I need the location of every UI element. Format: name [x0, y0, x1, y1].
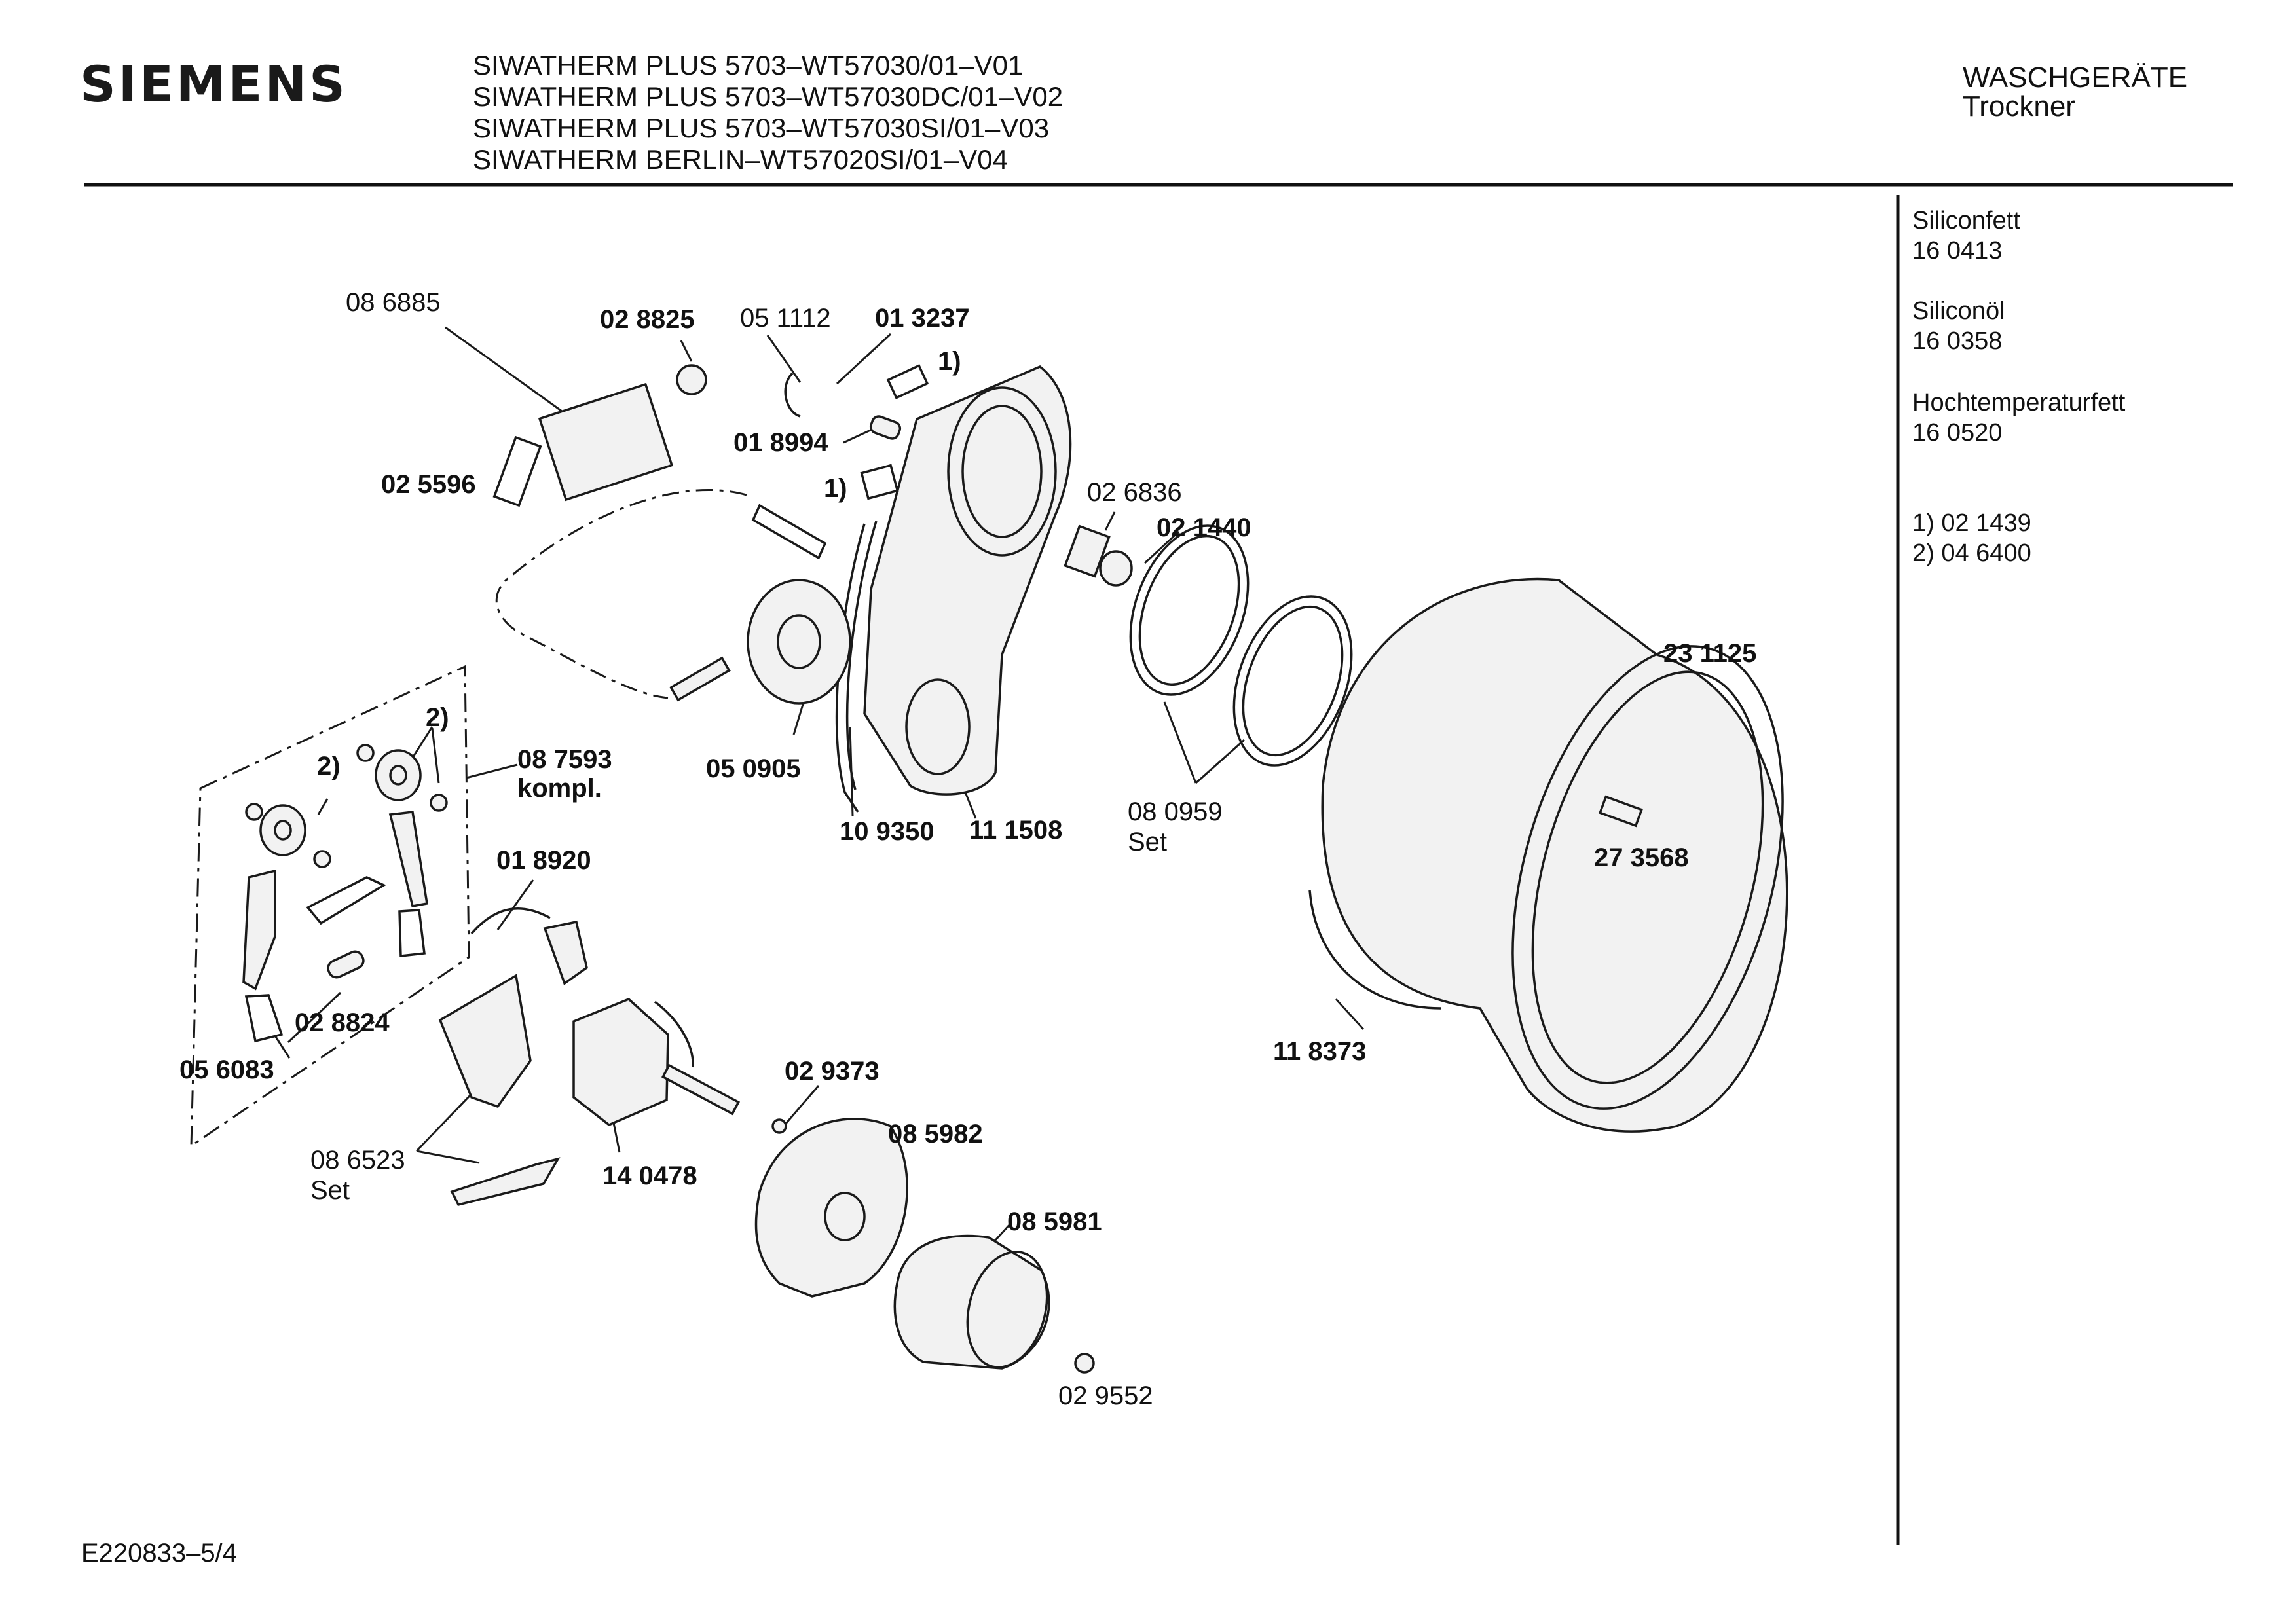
rear-housing-cover: [863, 365, 1072, 796]
lubricant-name: Hochtemperaturfett: [1912, 389, 2126, 416]
part-label-231125: 23 1125: [1663, 639, 1757, 668]
part-label-085981: 08 5981: [1007, 1207, 1102, 1236]
part-label-018920: 01 8920: [496, 846, 591, 875]
part-025596: [492, 435, 542, 507]
part-label-028825: 02 8825: [600, 305, 695, 334]
part-label-140478: 14 0478: [602, 1162, 697, 1190]
subcategory-title: Trockner: [1963, 90, 2075, 122]
part-140478-motor: [572, 997, 741, 1127]
document-code: E220833–5/4: [81, 1539, 238, 1567]
part-label-087593: 08 7593: [517, 745, 612, 774]
part-label-109350: 10 9350: [840, 817, 935, 846]
part-018994: [869, 415, 902, 440]
footnote-marker-1: 1): [938, 347, 961, 376]
part-label-080959: 08 0959: [1128, 797, 1223, 826]
part-label-029552: 02 9552: [1058, 1382, 1153, 1410]
footnote-marker-2: 2): [317, 752, 341, 780]
fan-shaft: [669, 656, 731, 702]
part-013237: [886, 364, 929, 399]
part-label-118373: 11 8373: [1273, 1037, 1367, 1066]
lubricant-name: Siliconöl: [1912, 297, 2005, 325]
footnote-marker-1: 1): [824, 474, 847, 503]
sensor-plug: [751, 504, 827, 560]
part-label-086885: 08 6885: [346, 288, 441, 317]
sensor-cable-dashed: [495, 488, 747, 699]
part-label-056083: 05 6083: [179, 1055, 274, 1084]
part-label-051112: 05 1112: [740, 304, 831, 333]
part-080959-gaskets: [1129, 524, 1353, 767]
part-231125-drum: [1308, 577, 1788, 1133]
set-label: Set: [310, 1176, 350, 1205]
part-label-028824: 02 8824: [295, 1008, 390, 1037]
part-050905-fan: [747, 579, 851, 705]
part-label-018994: 01 8994: [733, 428, 828, 457]
part-085982-fan-housing: [754, 1118, 908, 1298]
part-label-029373: 02 9373: [785, 1057, 880, 1086]
part-086523-bracket-bottom: [450, 1157, 561, 1207]
motor-connector: [543, 920, 588, 985]
part-018920-clamp: [470, 907, 551, 935]
part-label-085982: 08 5982: [888, 1120, 983, 1148]
set-label: Set: [1128, 828, 1168, 856]
part-051112: [784, 372, 801, 418]
footnote-marker-2: 2): [426, 703, 449, 732]
part-fn1-bracket: [860, 464, 899, 500]
kit-outline-dashed: [190, 665, 470, 1148]
kit-pulley-parts: [242, 744, 448, 1043]
footnote-2: 2) 04 6400: [1912, 540, 2031, 567]
category-title: WASCHGERÄTE: [1963, 62, 2188, 94]
lubricant-name: Siliconfett: [1912, 207, 2020, 234]
part-028825: [676, 364, 707, 395]
lubricant-number: 16 0520: [1912, 419, 2003, 447]
part-label-013237: 01 3237: [875, 304, 970, 333]
footnote-1: 1) 02 1439: [1912, 509, 2031, 537]
part-021440: [1099, 550, 1133, 587]
part-086523-bracket-top: [438, 974, 532, 1108]
part-026836: [1064, 524, 1111, 578]
part-029373-screw: [771, 1118, 787, 1134]
part-label-021440: 02 1440: [1157, 513, 1251, 542]
part-029552-nut: [1074, 1353, 1095, 1374]
part-086885: [538, 382, 674, 502]
part-label-273568: 27 3568: [1594, 843, 1689, 872]
siemens-logo: SIEMENS: [80, 55, 348, 113]
part-label-086523: 08 6523: [310, 1146, 405, 1175]
part-label-050905: 05 0905: [706, 754, 801, 783]
model-line-4: SIWATHERM BERLIN–WT57020SI/01–V04: [473, 144, 1008, 175]
part-label-026836: 02 6836: [1087, 478, 1182, 507]
part-label-111508: 11 1508: [969, 816, 1063, 845]
model-line-2: SIWATHERM PLUS 5703–WT57030DC/01–V02: [473, 81, 1064, 112]
part-085981-impeller: [893, 1234, 1050, 1370]
model-line-1: SIWATHERM PLUS 5703–WT57030/01–V01: [473, 50, 1024, 81]
part-label-025596: 02 5596: [381, 470, 476, 499]
lubricant-number: 16 0413: [1912, 237, 2003, 265]
model-line-3: SIWATHERM PLUS 5703–WT57030SI/01–V03: [473, 113, 1050, 143]
kit-complete-label: kompl.: [517, 774, 602, 803]
lubricant-number: 16 0358: [1912, 327, 2003, 355]
